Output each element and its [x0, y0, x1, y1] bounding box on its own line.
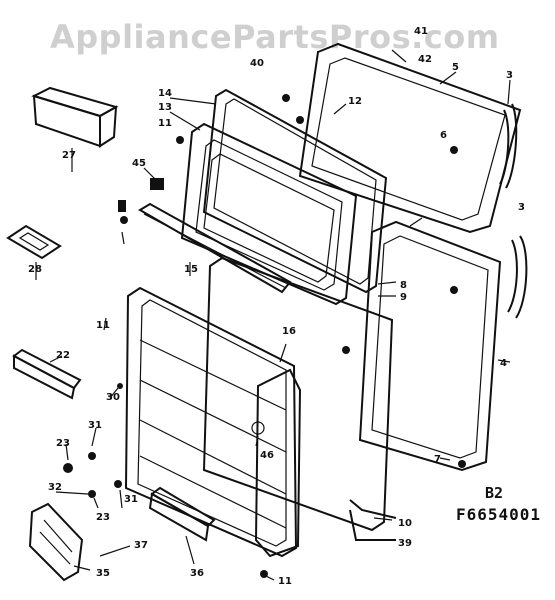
- callout-11-mid: 11: [96, 320, 110, 331]
- callout-23-lower: 23: [96, 512, 110, 523]
- diagram-number: F6654001: [455, 505, 541, 524]
- callout-15: 15: [184, 264, 198, 275]
- callout-31-lower: 31: [124, 494, 138, 505]
- callout-35: 35: [96, 568, 110, 579]
- callout-3-upper: 3: [506, 70, 513, 81]
- callout-3-lower: 3: [518, 202, 525, 213]
- part-3-lower-handle: [507, 235, 528, 319]
- callout-14: 14: [158, 88, 172, 99]
- callout-23-upper: 23: [56, 438, 70, 449]
- part-28-bracket: [6, 224, 62, 260]
- watermark-text: AppliancePartsPros.com: [50, 18, 500, 56]
- callout-40: 40: [250, 58, 264, 69]
- hardware-screws: [63, 94, 466, 578]
- part-16-door-liner: [124, 286, 302, 558]
- diagram-id-block: B2 F6654001: [456, 483, 541, 525]
- callout-32: 32: [48, 482, 62, 493]
- callout-9: 9: [400, 292, 407, 303]
- callout-41: 41: [414, 26, 428, 37]
- part-35-control-box: [28, 502, 84, 582]
- callout-13: 13: [158, 102, 172, 113]
- callout-46: 46: [260, 450, 274, 461]
- part-14-freezer-gasket: [202, 88, 388, 294]
- part-22-vent: [12, 348, 82, 400]
- leader-lines: [35, 49, 511, 581]
- callout-31-upper: 31: [88, 420, 102, 431]
- callout-22: 22: [56, 350, 70, 361]
- callout-39: 39: [398, 538, 412, 549]
- callout-4: 4: [500, 358, 507, 369]
- callout-11-lower: 11: [278, 576, 292, 587]
- part-15-breaker-strip: [138, 202, 292, 294]
- callout-7: 7: [434, 454, 441, 465]
- part-3-upper-handle: [499, 103, 518, 189]
- callout-42: 42: [418, 54, 432, 65]
- callout-45: 45: [132, 158, 146, 169]
- part-4-food-door: [358, 220, 502, 472]
- callout-36: 36: [190, 568, 204, 579]
- callout-27: 27: [62, 150, 76, 161]
- callout-11-upper: 11: [158, 118, 172, 129]
- part-27-bin: [31, 86, 119, 148]
- part-5-freezer-door: [298, 42, 522, 234]
- callout-labels: 3 5 40 41 42 12 14 13 11 45 27 6 3 28 15…: [28, 26, 525, 587]
- callout-6-upper: 6: [440, 130, 447, 141]
- callout-12: 12: [348, 96, 362, 107]
- callout-30: 30: [106, 392, 120, 403]
- section-label: B2: [484, 484, 503, 502]
- callout-8: 8: [400, 280, 407, 291]
- part-36-vent: [148, 486, 216, 542]
- callout-28: 28: [28, 264, 42, 275]
- callout-5: 5: [452, 62, 459, 73]
- callout-16: 16: [282, 326, 296, 337]
- callout-10: 10: [398, 518, 412, 529]
- callout-37: 37: [134, 540, 148, 551]
- part-13-freezer-liner: [180, 122, 358, 306]
